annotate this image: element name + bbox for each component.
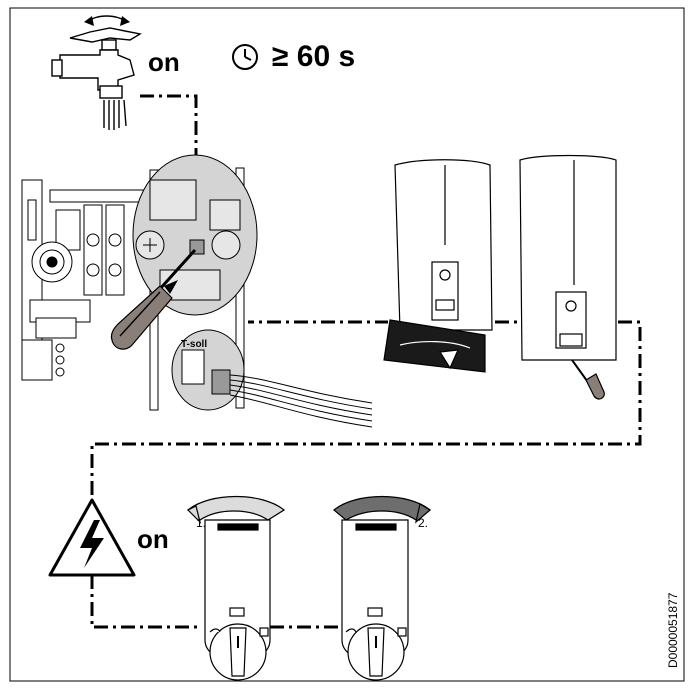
knob-step-1-label: 1. (196, 516, 207, 530)
knob-step-2-label: 2. (418, 516, 429, 530)
power-on-label: on (137, 524, 169, 554)
control-panel-left (186, 496, 286, 681)
heater-unit-open (383, 159, 493, 373)
sensor-label: T-soll (181, 339, 208, 350)
detail-magnifier (132, 154, 258, 316)
clock-icon (232, 44, 258, 70)
heater-unit-closed (519, 154, 617, 400)
control-panel-right (333, 496, 432, 681)
diagram-border (9, 7, 685, 682)
wait-duration-label: ≥ 60 s (272, 40, 356, 73)
water-tap-icon (51, 15, 142, 130)
document-id-label: D0000051877 (666, 592, 680, 668)
sensor-detail (171, 329, 373, 428)
electric-hazard-icon (48, 498, 136, 577)
sensor-cable (229, 374, 373, 428)
tap-on-label: on (148, 47, 180, 77)
screwdriver-icon (110, 248, 197, 350)
